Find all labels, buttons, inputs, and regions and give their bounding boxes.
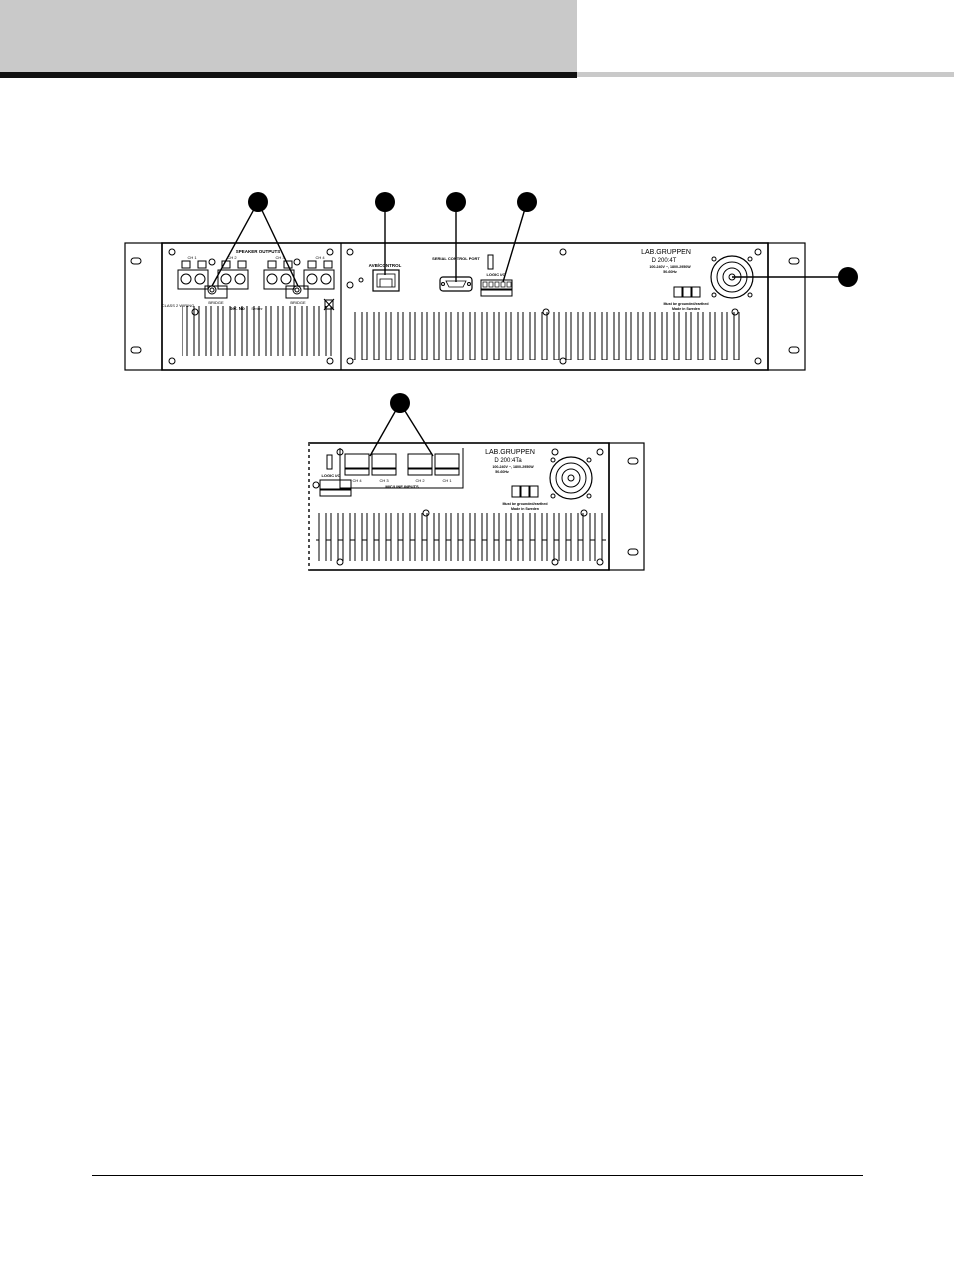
- mic-line-input-terminals: [339, 448, 464, 489]
- mains-powercon-inlet-detail: [549, 456, 593, 500]
- bridge-label-left: BRIDGE: [208, 300, 224, 305]
- model-label: D 200:4T: [652, 258, 677, 264]
- logic-io-label-detail: LOGIC I/O: [321, 473, 340, 478]
- header-dark-rule: [0, 72, 577, 78]
- weee-bin-icon: [324, 299, 334, 310]
- input-ch3-label: CH 3: [379, 478, 389, 483]
- heatsink-left: [182, 306, 332, 356]
- logic-io-terminal-detail: [319, 479, 352, 490]
- speaker-outputs-label: SPEAKER OUTPUTS: [236, 249, 281, 254]
- logic-io-led-detail: [326, 454, 333, 470]
- frequency-label: 50-60Hz: [663, 270, 677, 274]
- ground-note-label: Must be grounded/earthed: [663, 302, 708, 306]
- ground-note-label-detail: Must be grounded/earthed: [502, 502, 547, 506]
- mic-line-inputs-label: MIC/LINE INPUTS: [385, 484, 419, 489]
- model-label-detail: D 200:4Ta: [494, 458, 522, 464]
- frequency-label-detail: 50-60Hz: [495, 470, 509, 474]
- brand-logo-detail: LAB.GRUPPEN: [485, 449, 535, 456]
- power-rating-label: 100-240V ~, 1800-2950W: [649, 265, 691, 269]
- callout-serial-port: [446, 192, 466, 282]
- heatsink-detail: [316, 513, 606, 561]
- ch2-label: CH 2: [227, 255, 237, 260]
- logic-io-terminal: [480, 279, 513, 290]
- class2-wiring-label: CLASS 2 WIRING: [162, 303, 194, 308]
- made-in-label: Made in Sweden: [672, 307, 700, 311]
- input-ch2-label: CH 2: [415, 478, 425, 483]
- ch1-label: CH 1: [187, 255, 197, 260]
- ch4-label: CH 4: [315, 255, 325, 260]
- panel-chassis: [161, 242, 769, 371]
- callout-speaker-outputs: [211, 192, 299, 287]
- top-rear-panel: SPEAKER OUTPUTS CH 1 CH 2 CH 3 CH 4 BRID…: [124, 242, 806, 371]
- callout-mains-inlet: [732, 267, 858, 287]
- input-ch4-label: CH 4: [352, 478, 362, 483]
- bottom-rear-panel: LOGIC I/O CH 4 CH 3 CH 2 CH 1 MIC/LINE I…: [308, 442, 645, 571]
- logic-io-label: LOGIC I/O: [486, 272, 505, 277]
- ch3-label: CH 3: [275, 255, 285, 260]
- heatsink-right: [352, 312, 744, 360]
- header-grey-block: [0, 0, 577, 72]
- made-in-label-detail: Made in Sweden: [511, 507, 539, 511]
- left-rack-ear: [124, 242, 163, 371]
- speakon-ch1-ch2: [177, 269, 209, 290]
- bridge-label-right: BRIDGE: [290, 300, 306, 305]
- logic-io-led: [487, 254, 494, 270]
- ser-no-label: Ser. No: [229, 306, 245, 311]
- footer-rule: [92, 1175, 863, 1176]
- header-light-rule: [577, 72, 954, 77]
- right-rack-ear-detail: [608, 442, 645, 571]
- serienr-label: Serienr: [251, 307, 263, 311]
- avb-ethernet-port: [372, 269, 400, 292]
- callout-mic-line-inputs: [369, 393, 434, 457]
- input-ch1-label: CH 1: [442, 478, 452, 483]
- right-rack-ear: [767, 242, 806, 371]
- callout-logic-io: [502, 192, 537, 283]
- power-rating-label-detail: 100-240V ~, 1800-2950W: [492, 465, 534, 469]
- callout-avb-control: [375, 192, 395, 275]
- brand-logo: LAB.GRUPPEN: [641, 249, 691, 256]
